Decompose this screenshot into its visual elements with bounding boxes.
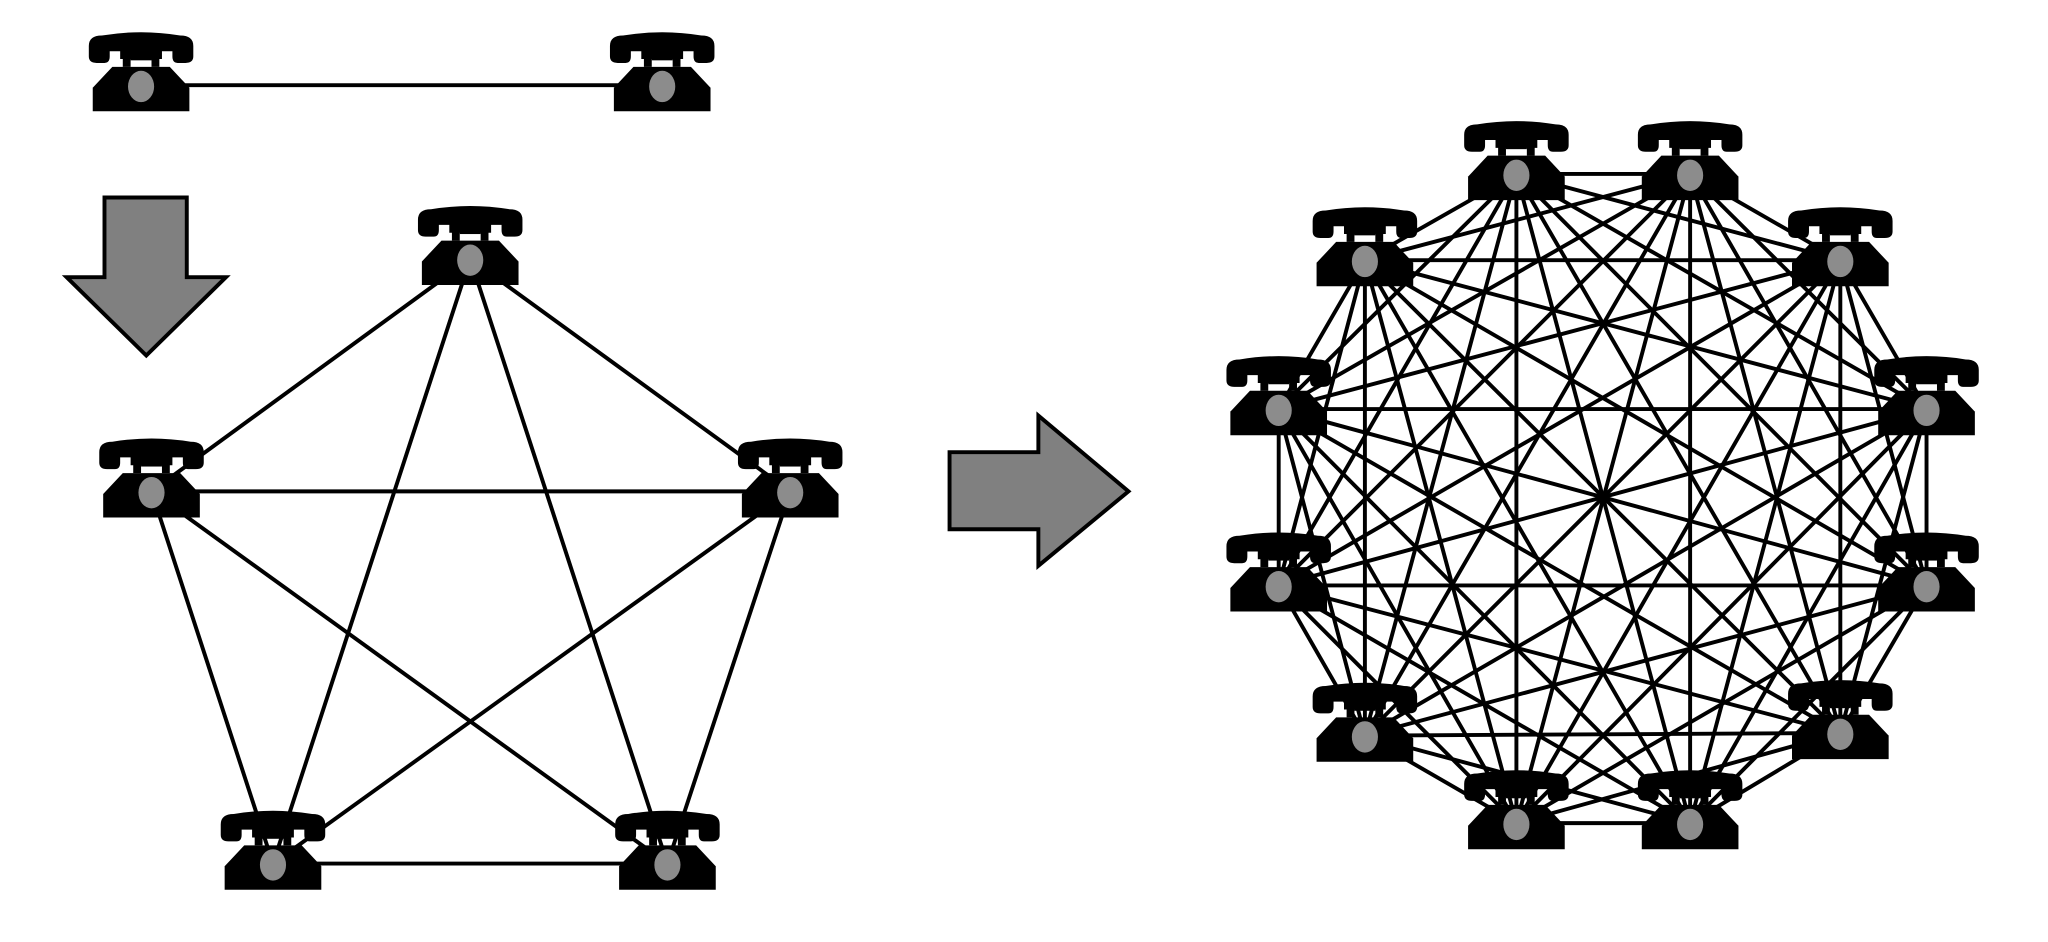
dodecagon-link <box>1364 172 1691 263</box>
pentagon-link <box>665 490 793 865</box>
telephone-icon <box>615 810 720 890</box>
telephone-icon <box>220 810 326 890</box>
telephone-icon <box>1637 770 1743 850</box>
pentagon-link <box>468 258 670 865</box>
dodecagon-link <box>1838 408 1929 734</box>
dodecagon-link <box>1363 258 1842 735</box>
dodecagon-link <box>1278 258 1841 411</box>
dodecagon-link <box>1363 172 1692 737</box>
telephone-icon <box>1788 207 1893 287</box>
pentagon-link <box>271 258 473 865</box>
dodecagon-link <box>1363 259 1692 825</box>
dodecagon-link <box>1277 258 1842 588</box>
telephone-icon <box>1637 121 1743 201</box>
pentagon-link <box>469 257 792 493</box>
telephone-icon <box>1312 682 1418 762</box>
dodecagon-link <box>1276 408 1367 737</box>
arrow-down-icon <box>61 195 231 359</box>
arrow-right-icon <box>947 411 1132 570</box>
dodecagon-link <box>1276 408 1519 825</box>
telephone-icon <box>1788 680 1893 760</box>
pentagon-link <box>150 257 472 493</box>
telephone-icon <box>737 438 843 518</box>
dodecagon-link <box>1363 258 1928 588</box>
telephone-icon <box>1464 121 1569 201</box>
telephone-icon <box>1874 356 1979 436</box>
telephone-icon <box>88 32 194 112</box>
dodecagon-link <box>1363 407 1928 738</box>
dodecagon-link <box>1363 259 1519 824</box>
dodecagon-link <box>1277 407 1692 825</box>
telephone-icon <box>1874 532 1979 612</box>
arrows-layer <box>61 195 1132 570</box>
telephone-icon <box>1226 532 1331 612</box>
dodecagon-link <box>1514 172 1843 734</box>
telephone-icon <box>1226 356 1331 436</box>
pentagon-link <box>150 489 669 866</box>
dodecagon-link <box>1277 407 1842 735</box>
dodecagon-link <box>1278 583 1841 735</box>
dodecagon-link <box>1515 583 1928 825</box>
pentagon-link <box>271 489 792 866</box>
dodecagon-link <box>1514 259 1843 825</box>
pentagon-link <box>149 490 275 865</box>
telephone-icon <box>417 205 523 285</box>
telephone-icon <box>1312 207 1418 287</box>
dodecagon-link <box>1364 583 1928 738</box>
telephone-icon <box>609 32 715 112</box>
telephone-icon <box>1464 770 1569 850</box>
dodecagon-link <box>1364 258 1928 411</box>
telephone-icon <box>99 438 204 518</box>
